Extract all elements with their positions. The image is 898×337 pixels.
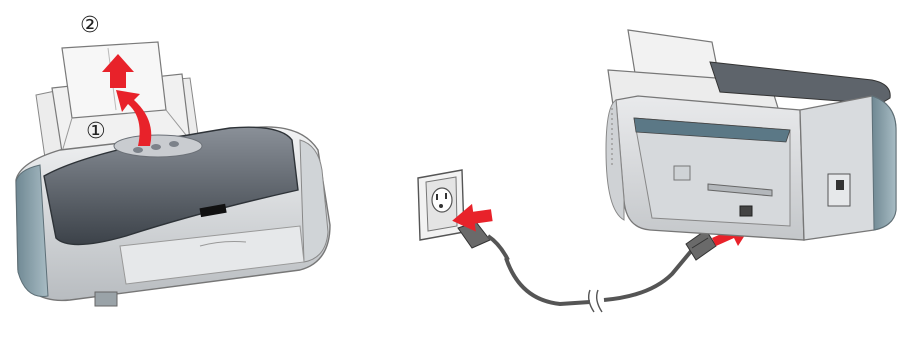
control-panel (114, 135, 202, 157)
printer-back (606, 30, 896, 240)
wall-outlet (418, 170, 464, 240)
step-1-label: ① (86, 119, 106, 144)
step-2-label: ② (80, 13, 100, 38)
printer-back-side (800, 96, 896, 240)
power-cord (506, 250, 692, 312)
printer-front: ② ① (16, 13, 330, 306)
printer-back-body (606, 96, 804, 240)
power-plug (458, 222, 508, 260)
